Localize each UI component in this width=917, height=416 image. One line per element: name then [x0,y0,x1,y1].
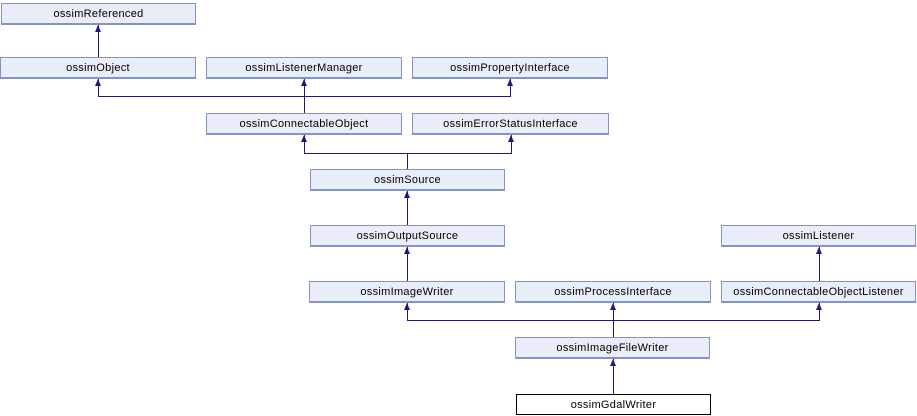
inheritance-arrow-icon [507,79,513,86]
class-node-label: ossimListenerManager [245,61,363,74]
inheritance-edge-segment [98,25,99,57]
inheritance-edge-segment [304,135,305,153]
class-node-label: ossimOutputSource [356,229,459,242]
class-node-label: ossimImageFileWriter [556,341,669,354]
class-node-ossimListenerManager[interactable]: ossimListenerManager [206,57,402,79]
inheritance-edge-segment [304,153,512,154]
inheritance-arrow-icon [610,303,616,310]
inheritance-edge-segment [407,303,408,320]
class-node-ossimConnectableObjectListener[interactable]: ossimConnectableObjectListener [721,281,916,303]
class-node-ossimGdalWriter: ossimGdalWriter [516,394,711,415]
class-node-label: ossimProcessInterface [554,285,672,298]
inheritance-arrow-icon [95,25,101,32]
inheritance-edge-segment [407,153,408,169]
inheritance-arrow-icon [816,303,822,310]
inheritance-edge-segment [407,247,408,281]
class-node-label: ossimPropertyInterface [450,61,570,74]
class-node-label: ossimObject [66,61,130,74]
inheritance-edge-segment [613,303,614,337]
inheritance-arrow-icon [301,135,307,142]
class-node-ossimListener[interactable]: ossimListener [721,225,916,247]
inheritance-edge-segment [819,247,820,281]
inheritance-arrow-icon [95,79,101,86]
class-node-ossimProcessInterface[interactable]: ossimProcessInterface [515,281,711,303]
inheritance-arrow-icon [404,303,410,310]
inheritance-edge-segment [613,359,614,394]
inheritance-arrow-icon [404,247,410,254]
inheritance-edge-segment [304,79,305,113]
class-node-ossimPropertyInterface[interactable]: ossimPropertyInterface [412,57,608,79]
inheritance-arrow-icon [816,247,822,254]
class-node-ossimSource[interactable]: ossimSource [310,169,505,191]
class-node-label: ossimImageWriter [360,285,454,298]
inheritance-edge-segment [819,303,820,320]
class-node-label: ossimSource [374,173,441,186]
class-node-ossimConnectableObject[interactable]: ossimConnectableObject [206,113,402,135]
class-node-ossimImageWriter[interactable]: ossimImageWriter [309,281,505,303]
class-node-label: ossimListener [782,229,855,242]
inheritance-arrow-icon [610,359,616,366]
class-node-label: ossimConnectableObjectListener [733,285,904,298]
class-node-label: ossimErrorStatusInterface [443,117,578,130]
inheritance-edge-segment [511,135,512,153]
class-node-label: ossimConnectableObject [239,117,369,130]
class-node-ossimImageFileWriter[interactable]: ossimImageFileWriter [515,337,710,359]
class-node-ossimObject[interactable]: ossimObject [0,57,196,79]
class-node-ossimOutputSource[interactable]: ossimOutputSource [310,225,505,247]
class-node-ossimReferenced[interactable]: ossimReferenced [1,3,196,25]
class-node-label: ossimGdalWriter [570,398,657,411]
inheritance-arrow-icon [404,191,410,198]
inheritance-edge-segment [510,79,511,96]
class-node-label: ossimReferenced [53,7,144,20]
inheritance-edge-segment [98,79,99,96]
inheritance-arrow-icon [508,135,514,142]
class-node-ossimErrorStatusInterface[interactable]: ossimErrorStatusInterface [412,113,609,135]
inheritance-arrow-icon [301,79,307,86]
inheritance-edge-segment [407,191,408,225]
